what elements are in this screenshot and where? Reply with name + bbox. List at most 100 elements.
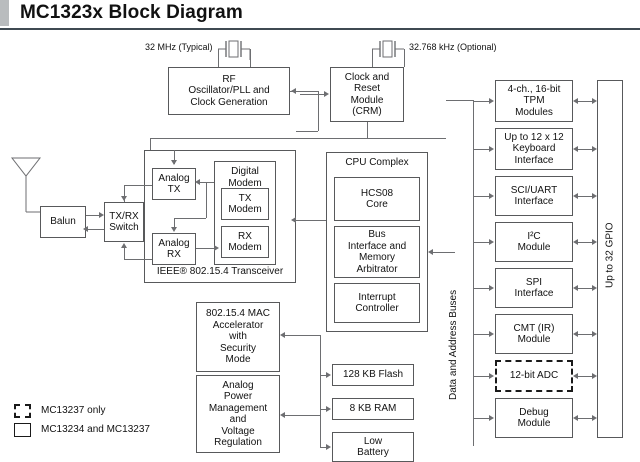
rx-modem-line1: RX [238, 230, 252, 242]
txrx-line1: TX/RX [109, 210, 139, 222]
block-tpm-modules[interactable]: 4-ch., 16-bit TPM Modules [495, 80, 573, 122]
balun-label: Balun [50, 216, 76, 228]
block-mac-accelerator[interactable]: 802.15.4 MAC Accelerator with Security M… [196, 302, 280, 372]
crystal-32mhz-label: 32 MHz (Typical) [145, 42, 213, 52]
crystal-32768khz-label: 32.768 kHz (Optional) [409, 42, 497, 52]
mac-line5: Mode [225, 354, 251, 366]
header-accent-bar [0, 0, 9, 26]
block-gpio-bar[interactable] [597, 80, 623, 438]
block-rf-oscillator[interactable]: RF Oscillator/PLL and Clock Generation [168, 67, 290, 115]
block-keyboard-interface[interactable]: Up to 12 x 12 Keyboard Interface [495, 128, 573, 170]
legend: MC13237 only MC13234 and MC13237 [14, 402, 224, 440]
cmt-line2: Module [517, 334, 551, 345]
irq-line2: Controller [355, 303, 399, 314]
block-cmt-ir-module[interactable]: CMT (IR) Module [495, 314, 573, 354]
legend-swatch-dashed [14, 404, 31, 418]
sci-line2: Interface [514, 196, 554, 207]
block-interrupt-controller[interactable]: Interrupt Controller [334, 283, 420, 323]
analog-rx-line1: Analog [158, 237, 190, 249]
txrx-line2: Switch [109, 222, 139, 233]
kbi-line3: Interface [514, 154, 554, 166]
crm-line2: Reset [353, 83, 381, 94]
kbi-line2: Keyboard [512, 143, 556, 155]
bus-if-line3: Memory [358, 252, 396, 263]
low-batt-line1: Low [363, 435, 383, 447]
bus-if-line1: Bus [368, 229, 386, 240]
analog-tx-line2: TX [167, 184, 181, 195]
bus-if-line4: Arbitrator [356, 263, 398, 275]
tx-modem-line2: Modem [228, 204, 262, 215]
block-12bit-adc[interactable]: 12-bit ADC [495, 360, 573, 392]
legend-label-mc13234-mc13237: MC13234 and MC13237 [41, 424, 150, 435]
tx-modem-line1: TX [238, 192, 252, 204]
legend-swatch-solid [14, 423, 31, 437]
apm-line2: Power [223, 391, 253, 402]
block-clock-reset-module[interactable]: Clock and Reset Module (CRM) [330, 67, 404, 122]
block-analog-rx[interactable]: Analog RX [152, 233, 196, 265]
block-low-battery[interactable]: Low Battery [332, 432, 414, 462]
debug-line2: Module [517, 418, 551, 429]
low-batt-line2: Battery [357, 447, 389, 458]
analog-tx-line1: Analog [158, 172, 190, 184]
block-analog-tx[interactable]: Analog TX [152, 168, 196, 200]
i2c-line2: Module [517, 242, 551, 253]
tpm-line3: Modules [515, 106, 553, 118]
mac-line4: Security [219, 342, 257, 354]
spi-line1: SPI [525, 276, 543, 288]
block-rx-modem[interactable]: RX Modem [221, 226, 269, 258]
crm-line4: (CRM) [352, 106, 382, 117]
hcs08-line2: Core [366, 199, 388, 210]
cpu-complex-label: CPU Complex [345, 157, 409, 168]
block-diagram-canvas: 32 MHz (Typical) 32.768 kHz (Optional) R… [0, 30, 640, 462]
block-8kb-ram[interactable]: 8 KB RAM [332, 398, 414, 420]
block-txrx-switch[interactable]: TX/RX Switch [104, 202, 144, 242]
adc-label: 12-bit ADC [509, 370, 559, 382]
apm-line6: Regulation [214, 437, 262, 448]
block-i2c-module[interactable]: I²C Module [495, 222, 573, 262]
legend-label-mc13237: MC13237 only [41, 405, 106, 416]
digital-modem-line1: Digital [231, 166, 259, 177]
page-title: MC1323x Block Diagram [20, 2, 243, 23]
mac-line1: 802.15.4 MAC [206, 308, 270, 320]
apm-line4: and [229, 414, 247, 425]
crm-line1: Clock and [344, 71, 390, 83]
block-spi-interface[interactable]: SPI Interface [495, 268, 573, 308]
legend-row: MC13234 and MC13237 [14, 421, 224, 440]
header-divider [0, 28, 640, 30]
block-hcs08-core[interactable]: HCS08 Core [334, 177, 420, 221]
crystal-32mhz-icon [218, 40, 250, 60]
irq-line1: Interrupt [358, 291, 396, 303]
i2c-line1: I²C [527, 230, 541, 242]
mac-line2: Accelerator [212, 319, 264, 331]
bus-if-line2: Interface and [347, 240, 407, 252]
kbi-line1: Up to 12 x 12 [504, 131, 564, 143]
apm-line3: Management [208, 402, 268, 414]
apm-line1: Analog [222, 379, 254, 391]
block-128kb-flash[interactable]: 128 KB Flash [332, 364, 414, 386]
hcs08-line1: HCS08 [360, 187, 394, 199]
ram-label: 8 KB RAM [349, 403, 397, 415]
block-bus-interface-memory-arbitrator[interactable]: Bus Interface and Memory Arbitrator [334, 226, 420, 278]
crystal-32768khz-icon [372, 40, 404, 58]
debug-line1: Debug [519, 406, 549, 418]
flash-label: 128 KB Flash [342, 369, 404, 381]
block-debug-module[interactable]: Debug Module [495, 398, 573, 438]
rf-osc-line2: Oscillator/PLL and [188, 85, 270, 97]
sci-line1: SCI/UART [510, 184, 558, 196]
block-sci-uart-interface[interactable]: SCI/UART Interface [495, 176, 573, 216]
legend-row: MC13237 only [14, 402, 224, 421]
cmt-line1: CMT (IR) [513, 322, 555, 334]
transceiver-group-label: IEEE® 802.15.4 Transceiver [156, 266, 284, 277]
block-analog-power-management[interactable]: Analog Power Management and Voltage Regu… [196, 375, 280, 453]
tpm-line1: 4-ch., 16-bit [507, 83, 561, 95]
rx-modem-line2: Modem [228, 242, 262, 253]
block-balun[interactable]: Balun [40, 206, 86, 238]
apm-line5: Voltage [221, 425, 255, 437]
block-tx-modem[interactable]: TX Modem [221, 188, 269, 220]
rf-osc-line1: RF [222, 73, 236, 85]
page-header: MC1323x Block Diagram [0, 0, 640, 30]
digital-modem-line2: Modem [228, 177, 262, 189]
rf-osc-line3: Clock Generation [190, 96, 268, 108]
data-address-buses-label: Data and Address Buses [448, 289, 459, 401]
gpio-label: Up to 32 GPIO [604, 222, 616, 288]
